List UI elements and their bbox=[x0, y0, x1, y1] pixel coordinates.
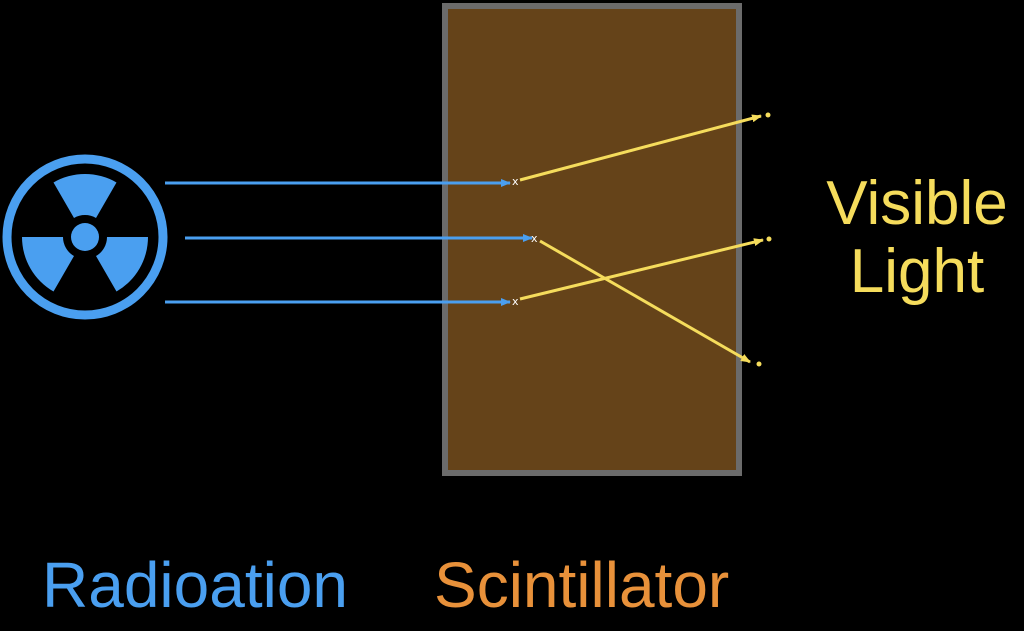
light-ray-2 bbox=[539, 239, 751, 364]
light-dot-1 bbox=[765, 112, 771, 118]
trefoil-blade bbox=[22, 237, 74, 292]
radiation-hazard-icon bbox=[2, 154, 168, 320]
light-ray-3 bbox=[519, 238, 764, 301]
trefoil-blade bbox=[96, 237, 148, 292]
visible-light-label: Visible Light bbox=[812, 170, 1022, 306]
scintillator-label: Scintillator bbox=[434, 549, 730, 621]
light-dot-2 bbox=[766, 236, 772, 242]
trefoil-blade bbox=[53, 174, 117, 218]
visible-light-label-line2: Light bbox=[849, 237, 985, 306]
radiation-label: Radioation bbox=[42, 549, 348, 621]
interaction-marker-1: x bbox=[512, 175, 519, 188]
visible-light-label-line1: Visible bbox=[826, 169, 1008, 238]
light-ray-1 bbox=[519, 114, 762, 182]
interaction-marker-2: x bbox=[531, 232, 538, 245]
light-dot-3 bbox=[756, 361, 762, 367]
interaction-marker-3: x bbox=[512, 295, 519, 308]
